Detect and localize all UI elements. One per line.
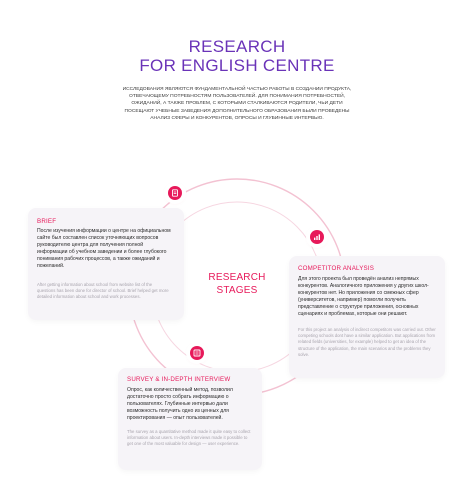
center-label-line1: RESEARCH bbox=[208, 272, 266, 283]
competitor-text-ru: Для этого проекта был проведён анализ не… bbox=[298, 276, 429, 318]
document-icon bbox=[168, 186, 182, 200]
page-title-line2: FOR ENGLISH CENTRE bbox=[139, 56, 335, 75]
brief-text-ru: После изучения информации о центре на оф… bbox=[37, 228, 171, 270]
competitor-text-en: For this project an analysis of indirect… bbox=[298, 327, 436, 357]
survey-interview-card: SURVEY & IN-DEPTH INTERVIEW Опрос, как к… bbox=[118, 368, 262, 470]
competitor-analysis-card: COMPETITOR ANALYSIS Для этого проекта бы… bbox=[289, 256, 445, 378]
brief-card: BRIEF После изучения информации о центре… bbox=[28, 208, 184, 320]
intro-paragraph: Исследования являются фундаментальной ча… bbox=[122, 87, 352, 121]
competitor-title: COMPETITOR ANALYSIS bbox=[298, 265, 375, 272]
center-label-line2: STAGES bbox=[216, 285, 258, 296]
page-title-line1: RESEARCH bbox=[188, 37, 286, 56]
brief-text-en: After getting information about school f… bbox=[37, 282, 169, 300]
chart-icon bbox=[310, 230, 324, 244]
survey-icon bbox=[190, 346, 204, 360]
survey-text-ru: Опрос, как количественный метод, позволи… bbox=[127, 387, 233, 422]
brief-title: BRIEF bbox=[37, 218, 57, 225]
research-stages-label: RESEARCH STAGES bbox=[187, 271, 287, 297]
survey-text-en: The survey as a quantitative method made… bbox=[127, 429, 251, 447]
survey-title: SURVEY & IN-DEPTH INTERVIEW bbox=[127, 376, 231, 383]
